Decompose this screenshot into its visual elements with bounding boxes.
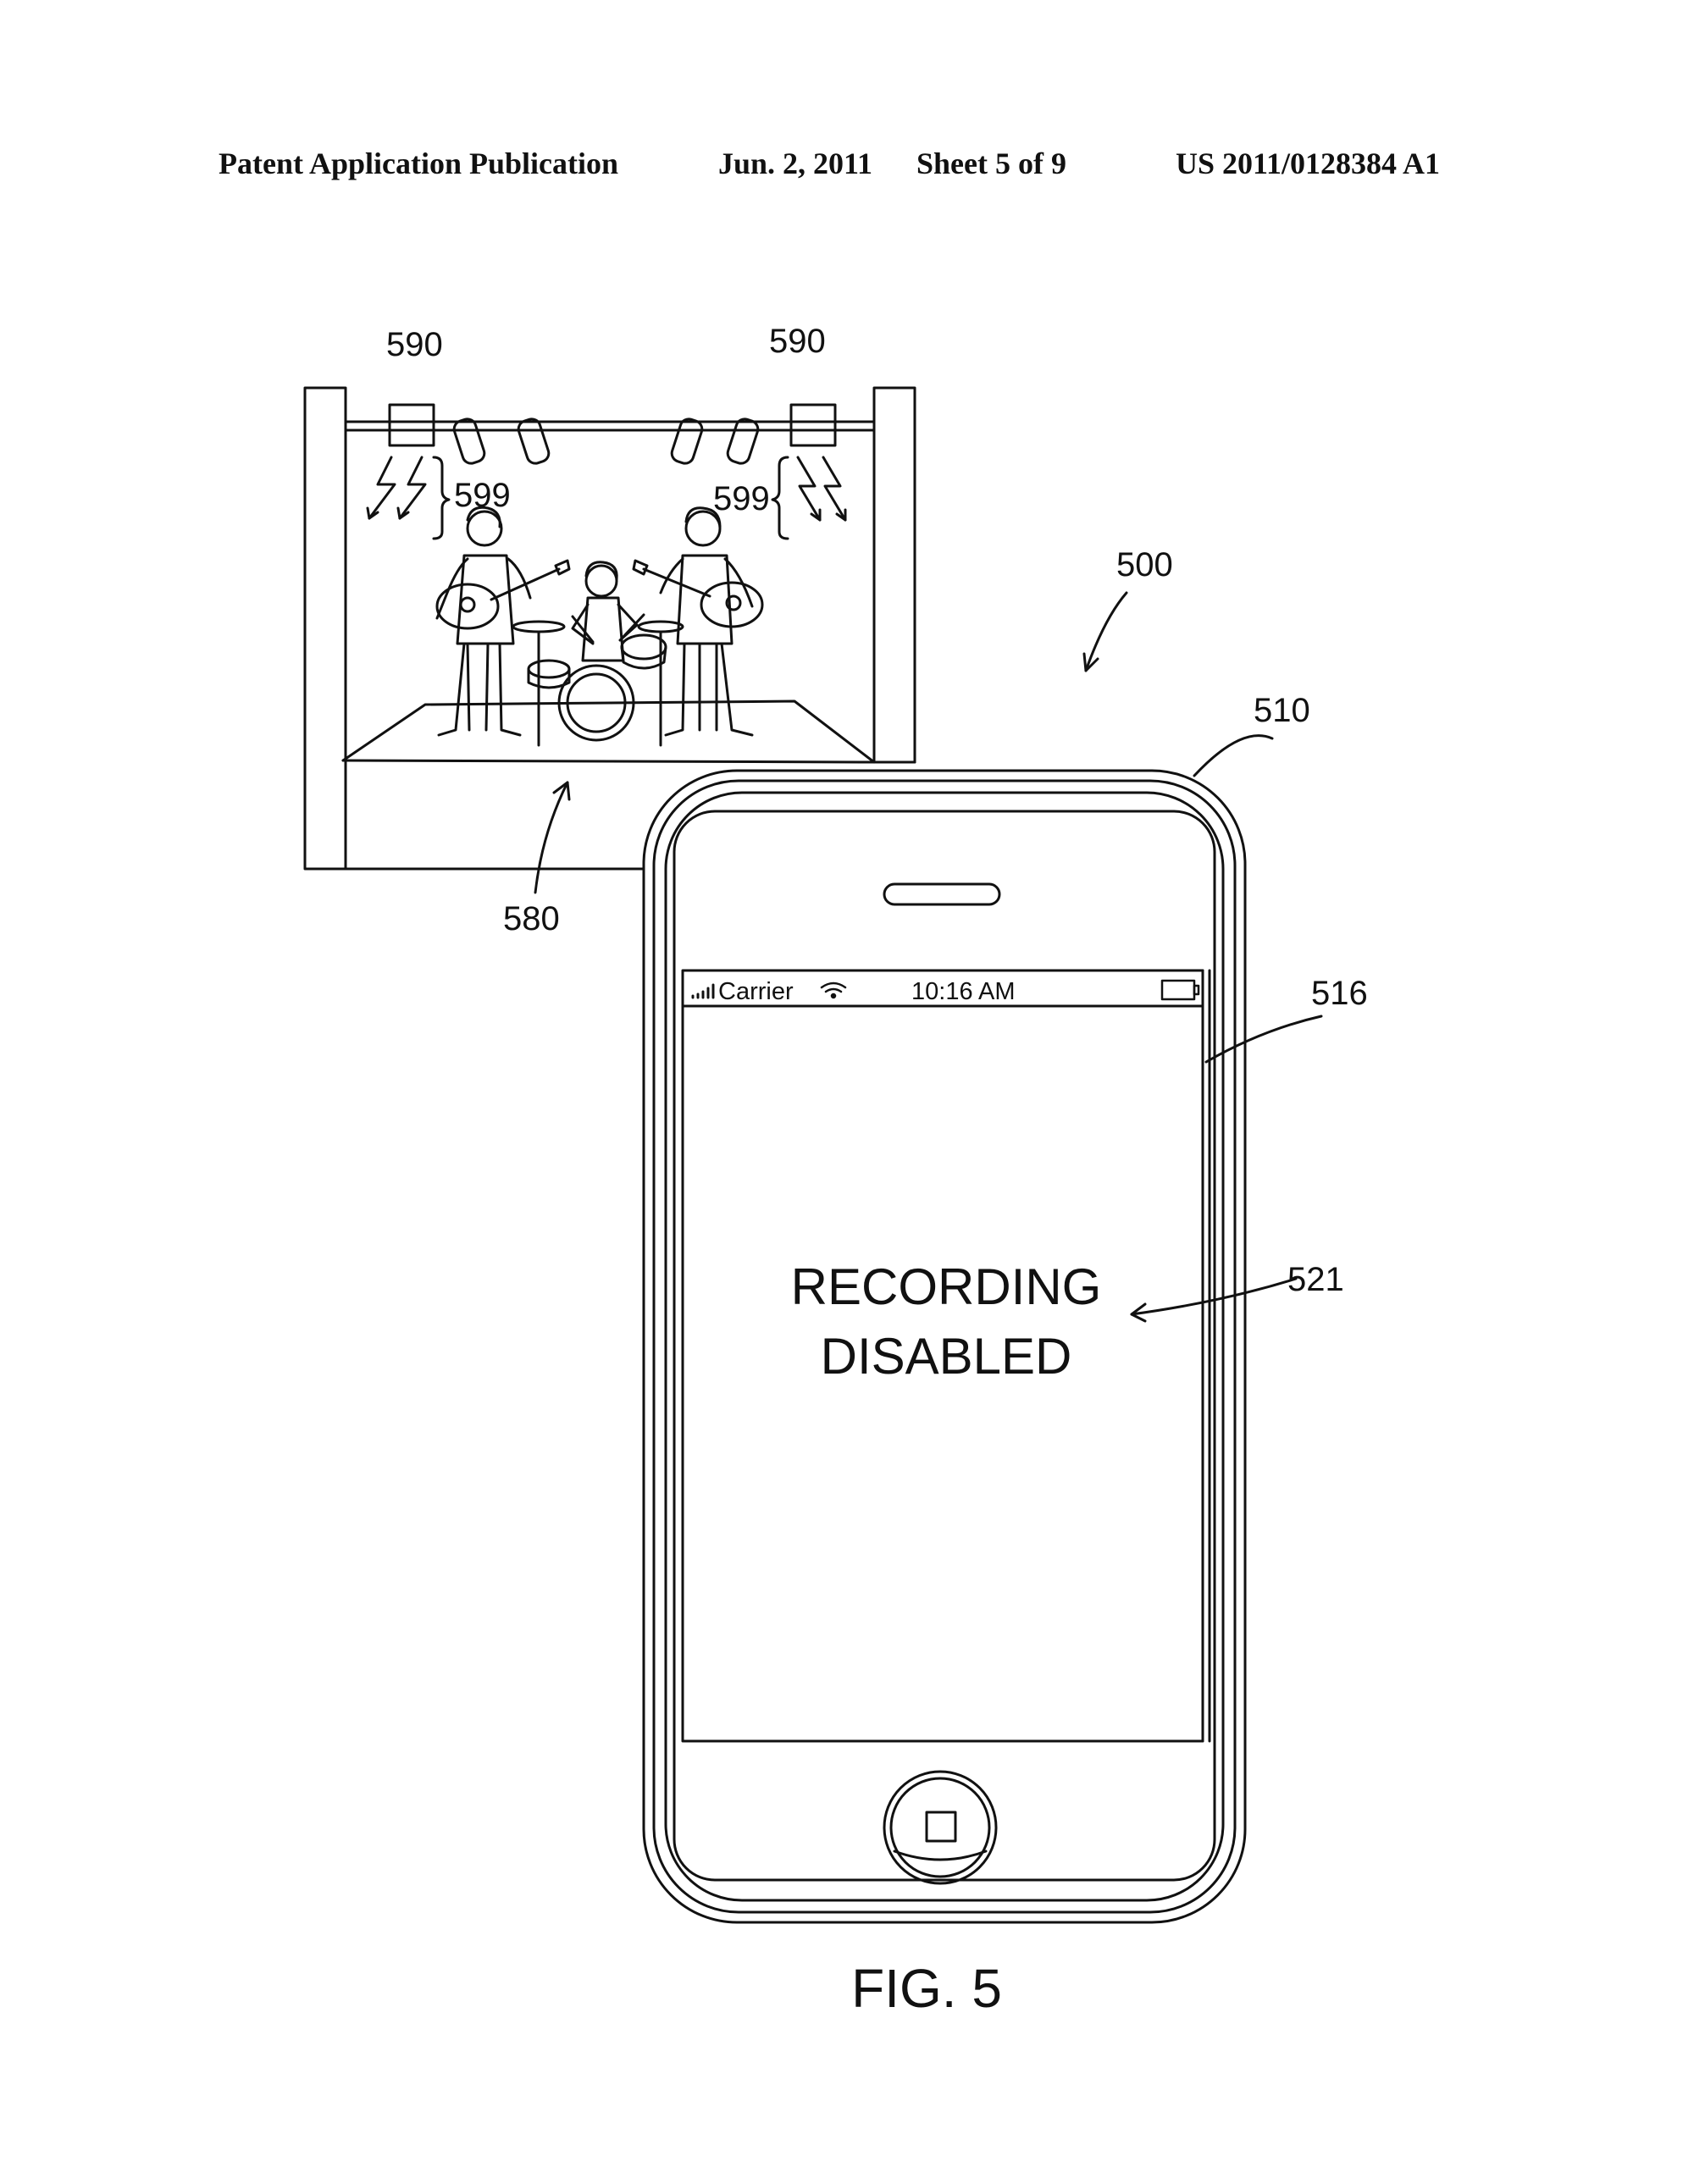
recording-message-line2: DISABLED bbox=[821, 1328, 1072, 1385]
leader-516 bbox=[1204, 1015, 1323, 1064]
label-580: 580 bbox=[503, 900, 560, 937]
guitarist-right bbox=[632, 506, 764, 737]
leader-510 bbox=[1193, 734, 1274, 777]
header-sheet: Sheet 5 of 9 bbox=[916, 147, 1066, 180]
home-button-icon[interactable] bbox=[883, 1770, 998, 1885]
drummer bbox=[512, 561, 684, 747]
guitarist-left bbox=[435, 506, 571, 737]
label-599-left: 599 bbox=[454, 477, 511, 514]
phone-device bbox=[642, 769, 1247, 1924]
recording-message-line1: RECORDING bbox=[791, 1258, 1102, 1315]
leader-500 bbox=[1084, 591, 1128, 672]
emitter-box-right bbox=[789, 403, 837, 447]
wifi-icon bbox=[820, 981, 847, 999]
status-carrier: Carrier bbox=[718, 978, 794, 1005]
label-590-right: 590 bbox=[769, 323, 826, 360]
label-590-left: 590 bbox=[386, 326, 443, 363]
battery-icon bbox=[1160, 979, 1200, 1001]
spotlight-icon bbox=[452, 417, 760, 465]
status-time: 10:16 AM bbox=[911, 978, 1016, 1005]
speaker-slot-icon bbox=[883, 882, 1001, 906]
signal-bolt-icon bbox=[771, 456, 847, 540]
header-patent-number: US 2011/0128384 A1 bbox=[1176, 147, 1441, 180]
label-599-right: 599 bbox=[713, 480, 770, 517]
leader-521 bbox=[1130, 1277, 1298, 1316]
header-publication: Patent Application Publication bbox=[219, 147, 619, 180]
stage-scene bbox=[303, 386, 916, 894]
leader-580 bbox=[534, 781, 569, 894]
label-500: 500 bbox=[1116, 546, 1173, 583]
figure-caption: FIG. 5 bbox=[851, 1958, 1002, 2019]
header-date: Jun. 2, 2011 bbox=[718, 147, 873, 180]
label-516: 516 bbox=[1311, 975, 1368, 1012]
label-510: 510 bbox=[1254, 692, 1310, 729]
label-521: 521 bbox=[1287, 1261, 1344, 1298]
emitter-box-left bbox=[388, 403, 435, 447]
signal-bolt-icon bbox=[366, 456, 451, 540]
signal-bars-icon bbox=[691, 983, 715, 999]
